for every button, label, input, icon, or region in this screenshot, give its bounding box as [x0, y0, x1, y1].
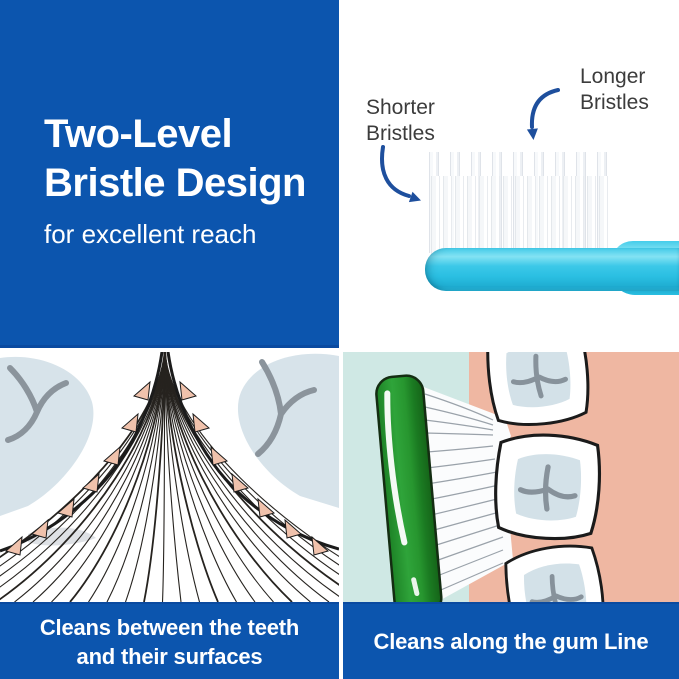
molar-tooth	[486, 352, 590, 426]
between-teeth-illustration	[0, 352, 339, 602]
molar-tooth	[504, 544, 605, 602]
molar-teeth	[486, 352, 605, 602]
shorter-bristles-label: Shorter Bristles	[366, 96, 435, 145]
gum-line-caption-band: Cleans along the gum Line	[343, 602, 679, 679]
headline-line1: Two-Level	[44, 112, 233, 156]
gum-line-illustration	[343, 352, 679, 602]
molar-tooth	[494, 433, 602, 541]
gum-line-panel: Cleans along the gum Line	[343, 352, 679, 679]
brush-bristle-fan-fill	[421, 386, 513, 602]
toothbrush-head-image	[425, 248, 679, 291]
between-teeth-caption: Cleans between the teeth and their surfa…	[39, 614, 300, 669]
handle-gloss-highlight	[384, 390, 408, 546]
green-brush-handle	[375, 374, 443, 602]
curved-arrow-right-icon	[526, 88, 560, 140]
headline-subtitle: for excellent reach	[44, 219, 257, 249]
bristle-diagram-panel: Shorter Bristles Longer Bristles	[343, 0, 679, 348]
gum-line-caption: Cleans along the gum Line	[373, 629, 649, 654]
left-tooth-fissure	[5, 365, 69, 443]
right-tooth-fissure	[255, 359, 317, 457]
gum-wedges	[4, 380, 330, 556]
between-teeth-caption-band: Cleans between the teeth and their surfa…	[0, 602, 339, 679]
between-teeth-panel: Cleans between the teeth and their surfa…	[0, 352, 339, 679]
longer-bristles-label: Longer Bristles	[580, 65, 649, 114]
headline-panel: Two-Level Bristle Design for excellent r…	[0, 0, 339, 348]
headline: Two-Level Bristle Design for excellent r…	[44, 110, 306, 250]
curved-arrow-left-icon	[380, 145, 421, 203]
left-tooth-surface	[0, 356, 94, 516]
shorter-bristles-illustration	[431, 176, 611, 254]
headline-line2: Bristle Design	[44, 161, 306, 205]
arrow-layer	[380, 88, 560, 203]
